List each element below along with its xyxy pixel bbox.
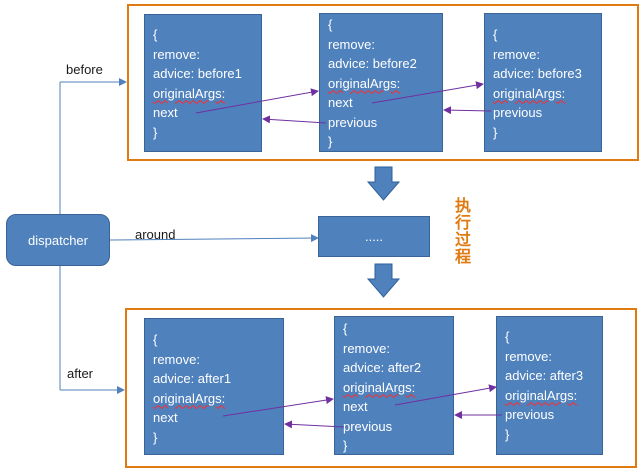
around-label: around: [135, 227, 176, 242]
before-label: before: [66, 62, 103, 77]
process-char: 执: [454, 198, 471, 215]
brace-close: }: [328, 134, 333, 149]
previous-link-arrow: [443, 106, 492, 115]
field-remove: remove:: [343, 340, 390, 356]
before-node-3[interactable]: { remove: advice: before3 originalArgs: …: [484, 13, 602, 152]
field-advice: advice: after2: [343, 360, 422, 375]
field-advice: advice: before1: [153, 66, 242, 81]
brace-open: {: [343, 321, 348, 336]
field-remove: remove:: [493, 46, 540, 62]
after-label: after: [67, 366, 94, 381]
field-advice: advice: after3: [505, 368, 584, 383]
brace-close: }: [343, 438, 348, 453]
dispatcher-node[interactable]: dispatcher: [6, 214, 110, 266]
field-original-args: originalArgs:: [328, 75, 401, 91]
before-node-2[interactable]: { remove: advice: before2 originalArgs: …: [319, 13, 443, 152]
brace-open: {: [505, 329, 510, 344]
brace-open: {: [153, 27, 158, 42]
brace-open: {: [328, 17, 333, 32]
after-node-2[interactable]: { remove: advice: after2 originalArgs: n…: [334, 316, 454, 455]
next-link-arrow: [394, 384, 497, 406]
field-next: next: [153, 410, 178, 425]
field-next: next: [343, 399, 368, 414]
field-previous: previous: [328, 114, 378, 130]
around-ellipsis: .....: [364, 229, 384, 244]
process-label: 执 行 过 程: [454, 198, 472, 266]
brace-open: {: [153, 332, 158, 347]
brace-close: }: [505, 426, 510, 442]
after-node-1[interactable]: { remove: advice: after1 originalArgs: n…: [144, 318, 284, 455]
field-original-args: originalArgs:: [505, 387, 578, 403]
brace-close: }: [153, 429, 158, 445]
before-group: [127, 4, 639, 161]
field-previous: previous: [343, 418, 393, 434]
next-link-arrow: [371, 81, 484, 104]
previous-link-arrow: [284, 420, 345, 429]
before-node-1[interactable]: { remove: advice: before1 originalArgs: …: [144, 14, 262, 152]
after-group: [125, 308, 637, 468]
field-remove: remove:: [505, 348, 552, 364]
flow-down-arrow-icon: [366, 166, 401, 201]
dispatcher-label: dispatcher: [28, 232, 88, 248]
brace-open: {: [493, 27, 498, 42]
around-node[interactable]: .....: [318, 216, 430, 257]
field-original-args: originalArgs:: [493, 85, 566, 101]
around-connector: [109, 234, 319, 243]
field-remove: remove:: [153, 351, 200, 367]
field-next: next: [153, 105, 178, 120]
field-advice: advice: after1: [153, 371, 232, 386]
after-node-3[interactable]: { remove: advice: after3 originalArgs: p…: [496, 316, 603, 455]
process-char: 过: [454, 232, 471, 249]
field-advice: advice: before3: [493, 66, 582, 81]
field-original-args: originalArgs:: [343, 379, 416, 395]
brace-close: }: [493, 124, 498, 140]
field-next: next: [328, 95, 353, 110]
process-char: 程: [454, 249, 471, 266]
brace-close: }: [153, 124, 158, 140]
previous-link-arrow: [262, 115, 327, 124]
field-previous: previous: [505, 407, 555, 422]
process-char: 行: [454, 215, 471, 232]
field-remove: remove:: [153, 46, 200, 62]
field-remove: remove:: [328, 36, 375, 52]
field-original-args: originalArgs:: [153, 390, 226, 406]
next-link-arrow: [195, 88, 319, 114]
flow-down-arrow-icon: [366, 263, 401, 298]
field-original-args: originalArgs:: [153, 85, 226, 101]
field-previous: previous: [493, 105, 543, 120]
next-link-arrow: [222, 396, 334, 417]
field-advice: advice: before2: [328, 56, 417, 71]
